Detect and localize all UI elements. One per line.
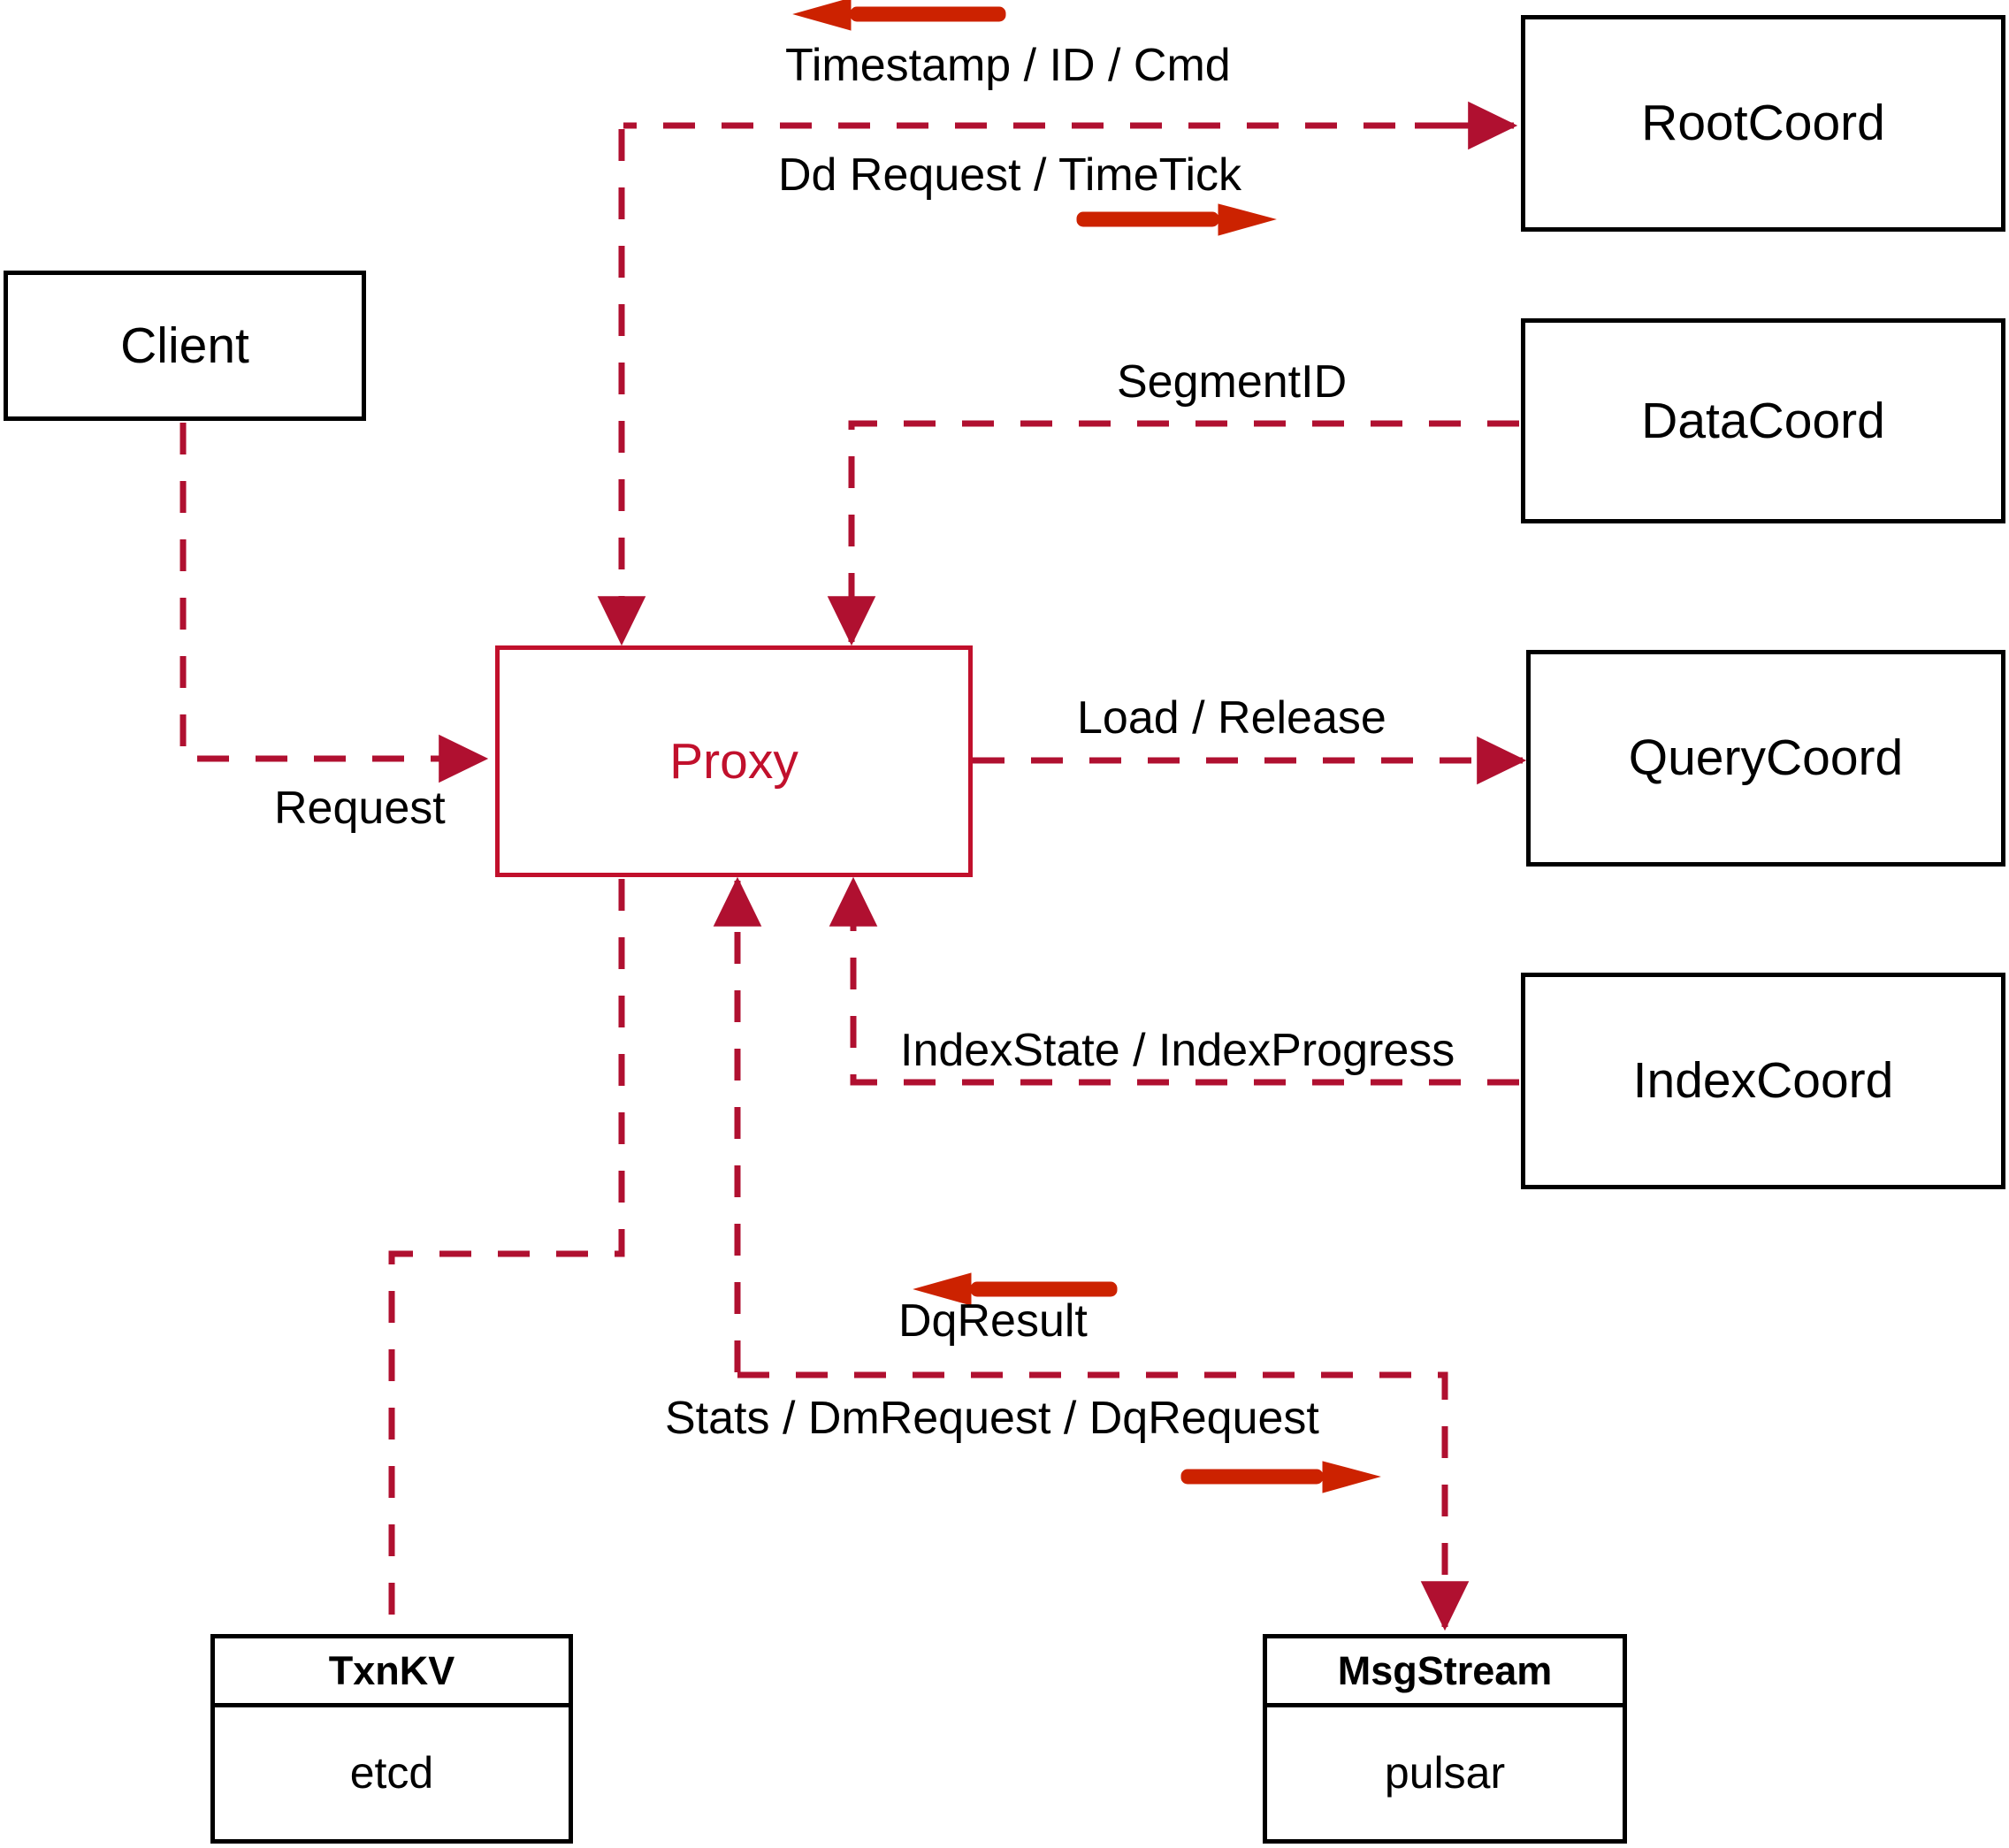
- direction-arrow-left-dqresult: [913, 1272, 1118, 1306]
- node-client[interactable]: Client: [4, 271, 366, 421]
- node-datacoord[interactable]: DataCoord: [1521, 318, 2005, 523]
- node-txnkv-body: etcd: [215, 1707, 569, 1837]
- edge-label-timestamp-id-cmd: Timestamp / ID / Cmd: [785, 40, 1231, 91]
- node-proxy[interactable]: Proxy: [495, 645, 973, 877]
- edge-label-stats-dm-dq-request: Stats / DmRequest / DqRequest: [665, 1393, 1319, 1444]
- node-txnkv-title: TxnKV: [328, 1647, 455, 1693]
- node-indexcoord[interactable]: IndexCoord: [1521, 973, 2005, 1189]
- edge-proxy-to-txnkv: [388, 879, 625, 1634]
- direction-arrow-right-stats: [1180, 1461, 1381, 1493]
- node-datacoord-label: DataCoord: [1641, 392, 1885, 449]
- node-querycoord[interactable]: QueryCoord: [1526, 650, 2005, 867]
- edge-label-dq-result: DqResult: [898, 1295, 1088, 1347]
- node-msgstream-header: MsgStream: [1267, 1638, 1623, 1707]
- node-client-label: Client: [120, 317, 249, 374]
- edge-label-index-state-progress: IndexState / IndexProgress: [900, 1025, 1455, 1076]
- direction-arrow-right-ddrequest: [1076, 203, 1277, 236]
- node-txnkv[interactable]: TxnKV etcd: [210, 1634, 573, 1844]
- node-querycoord-label: QueryCoord: [1628, 729, 1904, 786]
- edge-indexcoord-to-proxy: [829, 876, 1519, 1086]
- edge-proxy-to-msgstream: [737, 1371, 1470, 1631]
- node-txnkv-header: TxnKV: [215, 1638, 569, 1707]
- node-txnkv-impl: etcd: [349, 1747, 434, 1798]
- direction-arrow-left-timestamp: [792, 0, 1006, 31]
- node-msgstream[interactable]: MsgStream pulsar: [1263, 1634, 1627, 1844]
- edge-label-load-release: Load / Release: [1077, 692, 1386, 744]
- node-indexcoord-label: IndexCoord: [1632, 1052, 1894, 1109]
- node-proxy-label: Proxy: [669, 732, 798, 790]
- node-rootcoord[interactable]: RootCoord: [1521, 15, 2005, 232]
- edge-datacoord-to-proxy: [827, 420, 1519, 646]
- node-msgstream-body: pulsar: [1267, 1707, 1623, 1837]
- edge-label-request: Request: [274, 783, 446, 834]
- node-rootcoord-label: RootCoord: [1641, 95, 1885, 151]
- node-msgstream-impl: pulsar: [1384, 1747, 1506, 1798]
- edge-label-dd-request-timetick: Dd Request / TimeTick: [778, 149, 1242, 201]
- edge-client-to-proxy: [180, 423, 489, 783]
- edge-label-segment-id: SegmentID: [1117, 356, 1348, 408]
- node-msgstream-title: MsgStream: [1337, 1647, 1553, 1693]
